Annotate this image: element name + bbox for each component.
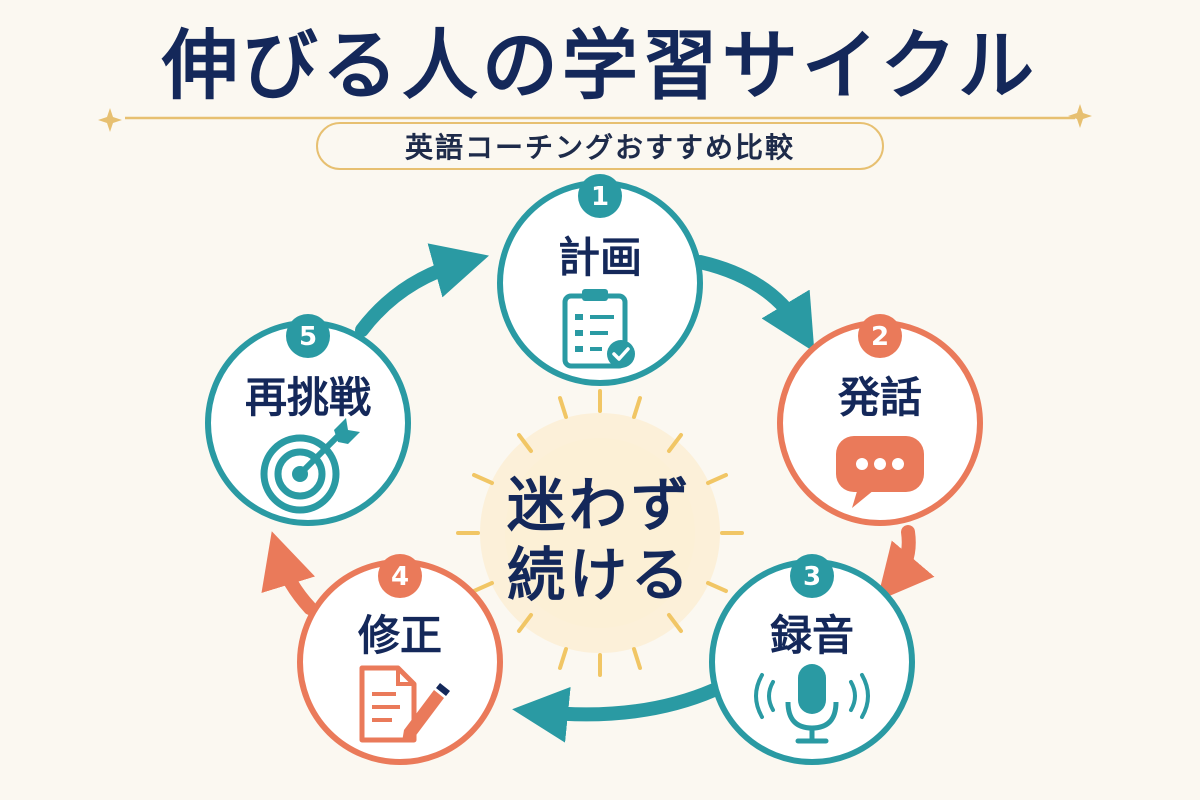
center-message-line-1: 迷わず (506, 471, 693, 539)
step-1-badge (578, 174, 622, 218)
step-3-label: 録音 (770, 611, 854, 660)
arrow-2-to-3 (876, 525, 935, 602)
sun-rays (456, 389, 744, 677)
arrow-3-to-4 (512, 683, 721, 743)
step-4-number: 4 (391, 562, 409, 592)
step-2-label: 発話 (838, 373, 922, 422)
title-divider (98, 104, 1092, 132)
microphone-icon (754, 664, 870, 744)
cycle-arrows (261, 243, 935, 743)
center-glow (456, 389, 744, 677)
step-2-number: 2 (871, 322, 889, 352)
speech-bubble-icon (836, 436, 924, 508)
step-4-node: 4 修正 (297, 554, 503, 765)
step-3-number: 3 (803, 562, 821, 592)
step-2-node: 2 発話 (777, 314, 983, 526)
arrow-1-to-2 (693, 255, 815, 353)
step-3-node: 3 録音 (709, 554, 915, 765)
step-5-label: 再挑戦 (245, 373, 371, 422)
document-pencil-icon (359, 665, 450, 743)
step-5-number: 5 (299, 322, 317, 352)
step-3-badge (790, 554, 834, 598)
step-4-label: 修正 (358, 611, 442, 660)
clipboard-check-icon (562, 289, 635, 369)
target-arrow-icon (260, 418, 360, 514)
step-5-node: 5 再挑戦 (205, 314, 411, 526)
step-1-number: 1 (591, 182, 609, 212)
subtitle-badge: 英語コーチングおすすめ比較 (316, 122, 884, 170)
sparkle-right-icon (1068, 104, 1092, 128)
sparkle-left-icon (98, 108, 122, 132)
step-1-label: 計画 (558, 233, 642, 282)
center-message-line-2: 続ける (506, 541, 693, 609)
arrow-5-to-1 (355, 243, 490, 337)
page-title: 伸びる人の学習サイクル (161, 21, 1039, 110)
step-5-badge (286, 314, 330, 358)
step-1-node: 1 計画 (497, 174, 703, 386)
step-4-badge (378, 554, 422, 598)
arrow-4-to-5 (261, 531, 317, 615)
step-2-badge (858, 314, 902, 358)
center-message: 迷わず 続ける (480, 470, 720, 610)
